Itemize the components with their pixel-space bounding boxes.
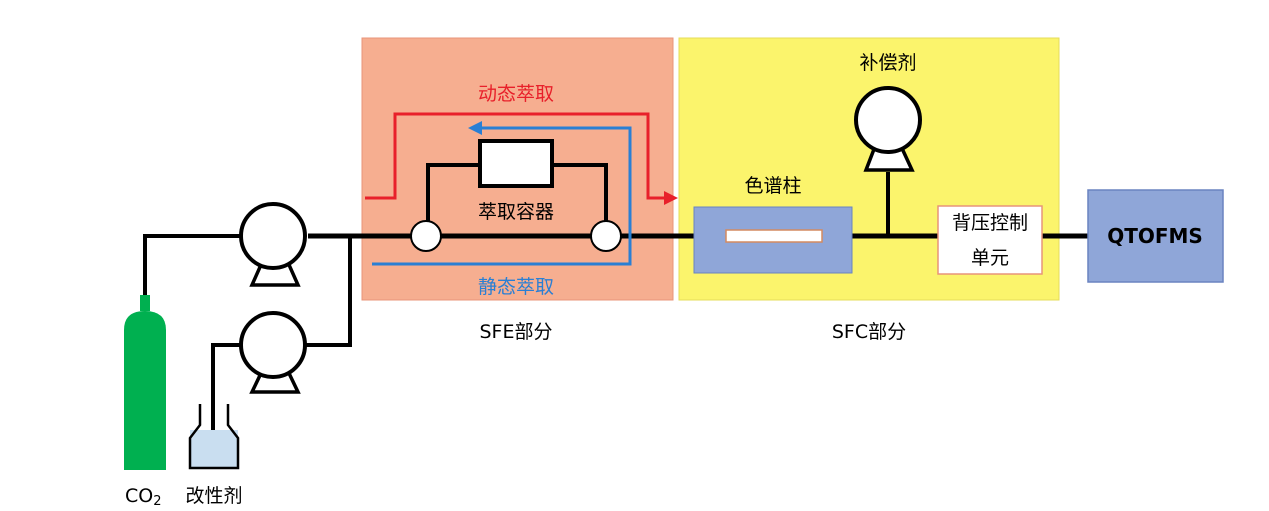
dynamic-extraction-label: 动态萃取	[478, 83, 554, 105]
modifier-bottle	[188, 404, 240, 470]
modifier-pump	[239, 311, 307, 394]
extraction-vessel	[478, 139, 554, 188]
co2-cylinder	[124, 295, 166, 470]
co2-label: CO2	[125, 485, 162, 509]
column-tube	[725, 229, 823, 243]
sfc-section-label: SFC部分	[832, 321, 906, 343]
makeup-pump	[854, 86, 922, 172]
detector-label: QTOFMS	[1107, 224, 1203, 248]
static-arrowhead	[468, 121, 482, 135]
co2-pump	[239, 202, 307, 287]
co2-line	[143, 234, 240, 300]
dynamic-arrowhead	[664, 191, 678, 205]
column-label: 色谱柱	[744, 175, 801, 197]
vessel-loop	[426, 163, 608, 236]
makeup-solvent-label: 补偿剂	[859, 52, 916, 74]
valve-left	[410, 220, 442, 252]
modifier-line	[211, 343, 240, 430]
static-extraction-label: 静态萃取	[478, 276, 554, 298]
back-pressure-label-2: 单元	[971, 247, 1009, 269]
modifier-pump-outlet	[305, 236, 352, 347]
back-pressure-label-1: 背压控制	[952, 212, 1028, 234]
detector-box	[1087, 189, 1224, 283]
sfe-section-label: SFE部分	[480, 321, 553, 343]
back-pressure-box	[937, 205, 1043, 275]
dynamic-extraction-path	[365, 112, 666, 200]
static-extraction-path	[372, 126, 632, 266]
extraction-vessel-label: 萃取容器	[478, 201, 554, 223]
modifier-label: 改性剂	[185, 485, 242, 507]
valve-right	[590, 220, 622, 252]
